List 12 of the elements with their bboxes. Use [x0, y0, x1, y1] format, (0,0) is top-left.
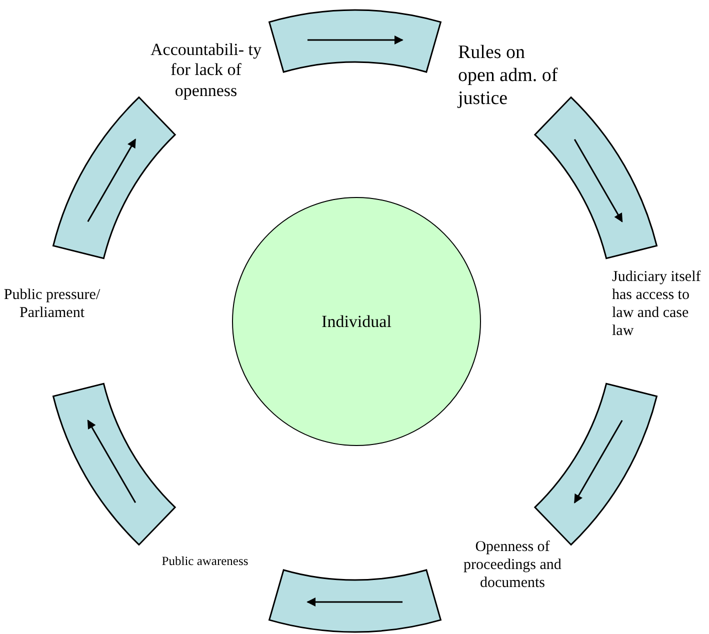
stage-label: Public pressure/ Parliament [2, 286, 102, 322]
band-segment [52, 96, 176, 260]
stage-label: Accountabili- ty for lack of openness [150, 40, 262, 102]
band-segment [268, 569, 442, 632]
circle-label: Individual [322, 312, 392, 332]
band-segment [52, 382, 176, 546]
stage-label: Public awareness [160, 554, 250, 569]
band-segment [534, 96, 658, 260]
stage-label: Judiciary itself has access to law and case law [612, 268, 709, 340]
stage-label: Openness of proceedings and documents [455, 538, 570, 592]
stage-label: Rules on open adm. of justice [458, 42, 558, 110]
band-segment [268, 10, 442, 73]
